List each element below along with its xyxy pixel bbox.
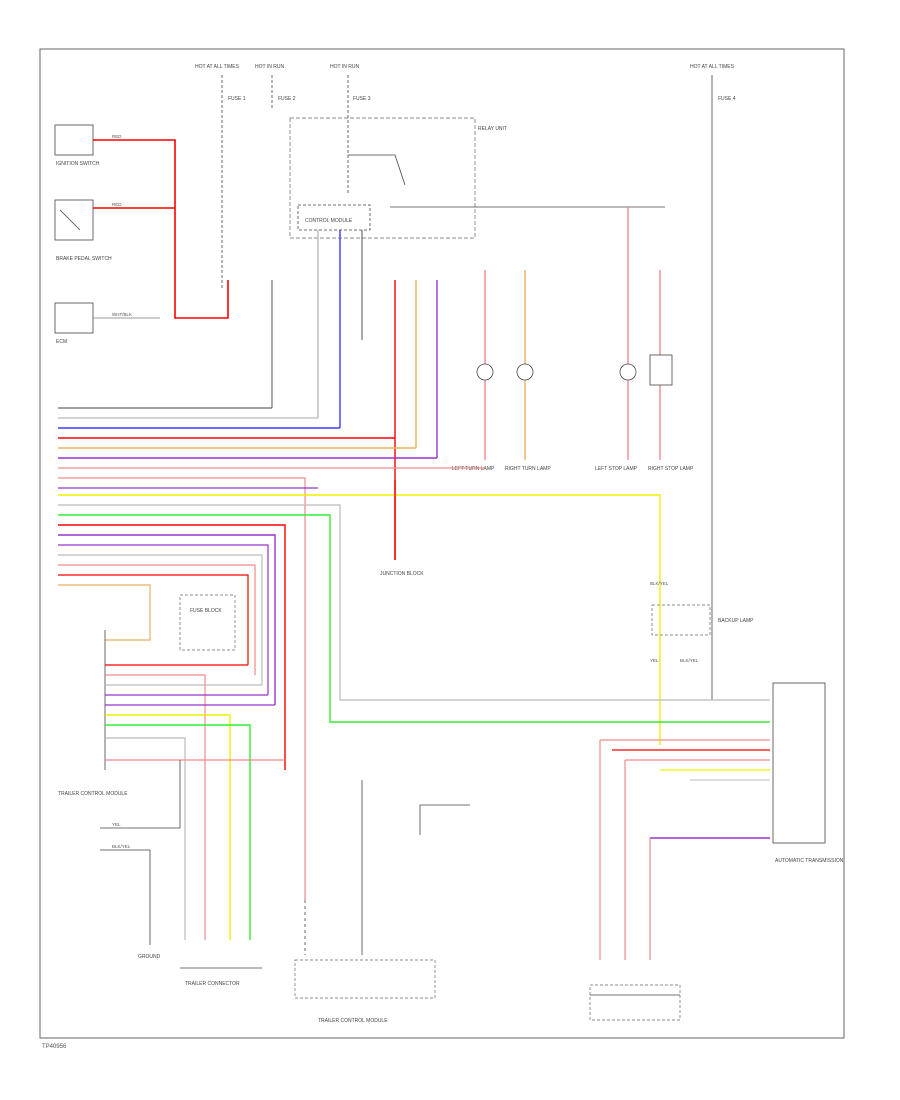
junction-block-label: JUNCTION BLOCK xyxy=(380,571,424,577)
ecm-label: ECM xyxy=(56,339,67,345)
backup-lamp-label: BACKUP LAMP xyxy=(718,618,754,624)
hot-run-label-2: HOT IN RUN xyxy=(330,64,359,70)
transmission-connector: AUTOMATIC TRANSMISSION xyxy=(599,682,844,960)
wire-label-6: BLK/YEL xyxy=(650,581,669,586)
fuse-label-4: FUSE 4 xyxy=(718,96,736,102)
power-feeds: HOT AT ALL TIMES HOT IN RUN HOT IN RUN H… xyxy=(195,64,736,700)
lamp-group: LEFT TURN LAMP RIGHT TURN LAMP LEFT STOP… xyxy=(452,207,694,472)
fuse-block-label: FUSE BLOCK xyxy=(190,608,222,614)
diagram-border xyxy=(39,48,845,1039)
right-turn-lamp-label: RIGHT TURN LAMP xyxy=(505,466,551,472)
right-turn-lamp xyxy=(516,363,534,381)
wire-red-ignition xyxy=(93,139,229,319)
left-turn-lamp-label: LEFT TURN LAMP xyxy=(452,466,495,472)
ground-label: GROUND xyxy=(138,954,161,960)
hot-run-label-1: HOT IN RUN xyxy=(255,64,284,70)
relay-unit-label: RELAY UNIT xyxy=(478,126,507,132)
hot-label-2: HOT AT ALL TIMES xyxy=(690,64,735,70)
trailer-module-bottom: TRAILER CONTROL MODULE xyxy=(294,780,470,1024)
control-module-label: CONTROL MODULE xyxy=(305,218,353,224)
trailer-fuse-block: FUSE BLOCK xyxy=(179,594,236,651)
ecm-block: ECM xyxy=(54,302,94,345)
fuse-label-1: FUSE 1 xyxy=(228,96,246,102)
wire-label-1: RED xyxy=(112,134,122,139)
left-stop-lamp xyxy=(619,363,637,381)
relay-unit: RELAY UNIT CONTROL MODULE xyxy=(289,117,507,239)
wire-ground-left xyxy=(100,760,181,829)
right-stop-lamp xyxy=(649,354,673,386)
ignition-switch-label: IGNITION SWITCH xyxy=(56,161,100,167)
wire-label-3: WHT/BLK xyxy=(112,312,132,317)
wire-label-4: YEL xyxy=(112,822,121,827)
left-harness xyxy=(58,407,770,900)
left-turn-lamp xyxy=(476,363,494,381)
trailer-control-module-label: TRAILER CONTROL MODULE xyxy=(58,791,128,797)
trailer-connector: TRAILER CONNECTOR xyxy=(180,967,262,987)
automatic-transmission-label: AUTOMATIC TRANSMISSION xyxy=(775,858,844,864)
fuse-label-2: FUSE 2 xyxy=(278,96,296,102)
left-stop-lamp-label: LEFT STOP LAMP xyxy=(595,466,638,472)
ignition-switch-block: IGNITION SWITCH xyxy=(54,124,100,167)
trailer-control-module-bottom-label: TRAILER CONTROL MODULE xyxy=(318,1018,388,1024)
wire-label-7: YEL xyxy=(650,658,659,663)
trailer-control-connector: TRAILER CONTROL MODULE xyxy=(58,630,285,940)
right-stop-lamp-label: RIGHT STOP LAMP xyxy=(648,466,694,472)
wire-feed-left xyxy=(100,849,151,945)
wire-label-2: RED xyxy=(112,202,122,207)
diagram-code: TP40956 xyxy=(42,1044,67,1050)
hot-label-1: HOT AT ALL TIMES xyxy=(195,64,240,70)
wire-label-8: BLK/YEL xyxy=(680,658,699,663)
brake-pedal-switch-block: BRAKE PEDAL SWITCH xyxy=(54,199,112,262)
right-junction: BACKUP LAMP BLK/YEL YEL BLK/YEL xyxy=(650,581,754,663)
wire-label-5: BLK/YEL xyxy=(112,844,131,849)
bottom-right-module xyxy=(589,984,681,1021)
fuse-label-3: FUSE 3 xyxy=(353,96,371,102)
trailer-connector-label: TRAILER CONNECTOR xyxy=(185,981,240,987)
brake-pedal-switch-label: BRAKE PEDAL SWITCH xyxy=(56,256,112,262)
